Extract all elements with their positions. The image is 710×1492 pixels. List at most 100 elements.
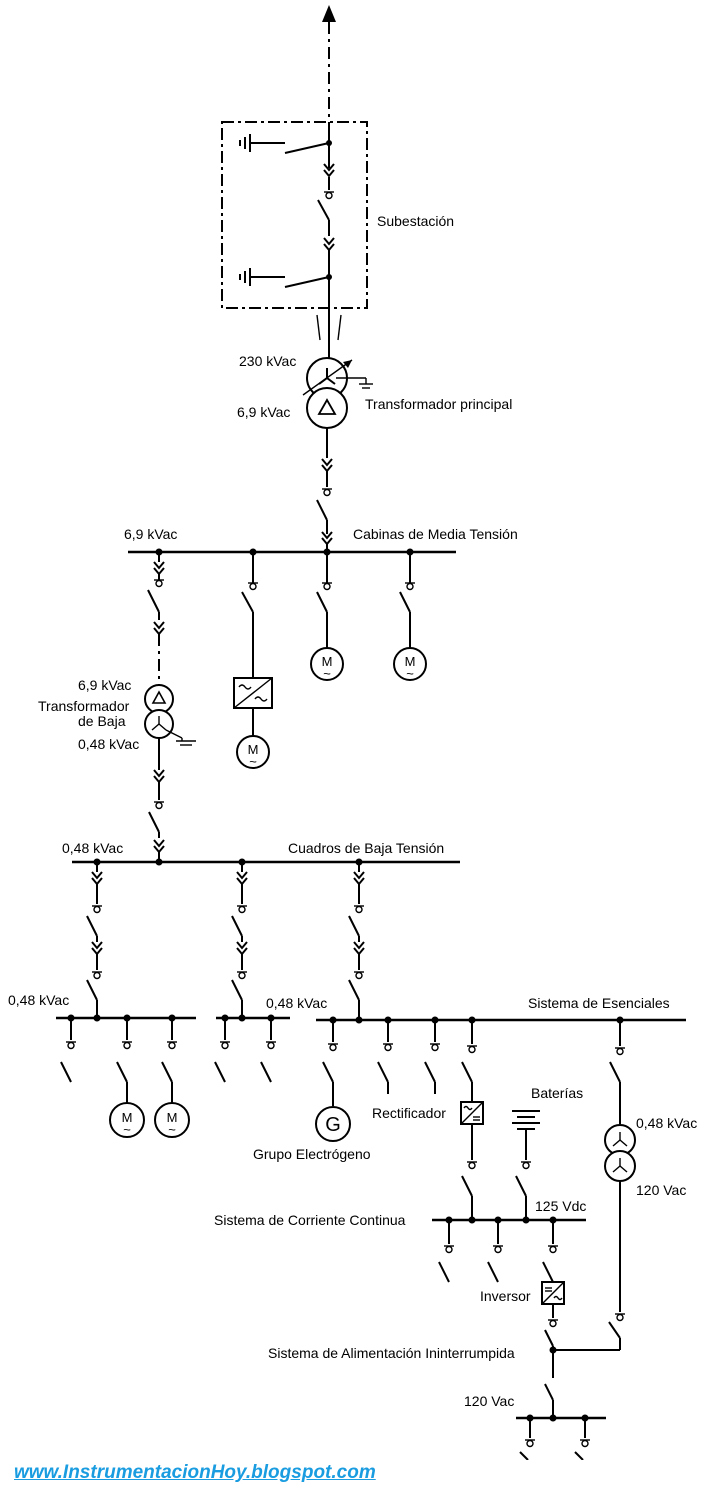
generator-icon	[315, 1106, 351, 1142]
battery-feeder: Baterías	[512, 1085, 583, 1220]
breaker-icon	[574, 1451, 584, 1460]
arrow-up-icon	[322, 5, 336, 22]
breaker-icon	[348, 979, 360, 1001]
essential-bus: 0,48 kVac Sistema de Esenciales	[266, 995, 686, 1024]
dc-voltage-label: 125 Vdc	[535, 1198, 586, 1214]
svg-text:~: ~	[406, 666, 414, 681]
lv-subboard-1: 0,48 kVac M ~ M ~	[8, 992, 196, 1138]
breaker-icon	[316, 591, 328, 613]
breaker-icon	[377, 1061, 389, 1083]
motor-icon: M ~	[236, 735, 270, 769]
wye-icon	[151, 716, 167, 731]
dc-bus: Sistema de Corriente Continua 125 Vdc	[214, 1198, 586, 1283]
motor-icon: M ~	[310, 647, 344, 681]
breaker-icon	[519, 1451, 529, 1460]
generator-label: Grupo Electrógeno	[253, 1146, 371, 1162]
breaker-icon	[317, 199, 330, 221]
low-tx-name-2: de Baja	[78, 713, 126, 729]
main-transformer: 230 kVac 6,9 kVac Transformador principa…	[237, 353, 512, 429]
batteries-label: Baterías	[531, 1085, 583, 1101]
mv-voltage-label: 6,9 kVac	[237, 404, 290, 420]
ess-tx-secondary-label: 120 Vac	[636, 1182, 686, 1198]
rectifier-feeder: Rectificador	[372, 1020, 484, 1220]
lv-incomer	[148, 738, 165, 862]
cable-bushing	[316, 308, 342, 360]
ups-system-label: Sistema de Alimentación Ininterrumpida	[268, 1345, 515, 1361]
low-tx-name-1: Transformador	[38, 698, 130, 714]
rectifier-icon	[460, 1101, 484, 1125]
breaker-icon	[86, 915, 98, 937]
breaker-icon	[438, 1261, 450, 1283]
hv-voltage-label: 230 kVac	[239, 353, 296, 369]
svg-text:M: M	[322, 654, 333, 669]
breaker-icon	[231, 915, 243, 937]
breaker-icon	[260, 1061, 272, 1083]
ups-junction: Sistema de Alimentación Ininterrumpida	[268, 1345, 620, 1418]
mv-motor-feeder-1: M ~	[310, 552, 344, 681]
svg-text:M: M	[122, 1110, 133, 1125]
single-line-diagram: Subestación	[8, 5, 697, 1460]
mv-bus: 6,9 kVac Cabinas de Media Tensión	[124, 526, 518, 556]
svg-text:~: ~	[323, 666, 331, 681]
mv-bus-voltage-label: 6,9 kVac	[124, 526, 177, 542]
breaker-icon	[399, 591, 411, 613]
breaker-icon	[461, 1175, 473, 1197]
breaker-icon	[231, 979, 243, 1001]
breaker-icon	[424, 1061, 436, 1083]
essential-spare-feeders	[377, 1020, 441, 1094]
main-feeder-breaker	[316, 428, 333, 552]
breaker-icon	[461, 1061, 473, 1083]
svg-text:M: M	[405, 654, 416, 669]
inverter-feeder: Inversor	[480, 1220, 565, 1350]
breaker-icon	[214, 1061, 226, 1083]
breaker-icon	[544, 1383, 554, 1401]
breaker-icon	[148, 811, 160, 833]
earth-icon	[239, 268, 251, 286]
frequency-converter-icon	[233, 677, 273, 709]
breaker-icon	[60, 1061, 72, 1083]
lv-feeder-3	[348, 862, 365, 1020]
mv-bus-label: Cabinas de Media Tensión	[353, 526, 518, 542]
breaker-icon	[544, 1329, 554, 1347]
battery-icon	[512, 1110, 540, 1130]
mv-drive-feeder: M ~	[233, 552, 273, 769]
lv-bus: 0,48 kVac Cuadros de Baja Tensión	[62, 840, 460, 866]
earth-icon	[239, 134, 251, 152]
inverter-label: Inversor	[480, 1288, 531, 1304]
lv-bus-label: Cuadros de Baja Tensión	[288, 840, 444, 856]
main-transformer-label: Transformador principal	[365, 396, 512, 412]
breaker-icon	[609, 1061, 621, 1083]
source-link[interactable]: www.InstrumentacionHoy.blogspot.com	[14, 1462, 376, 1483]
lv-sub-voltage-label: 0,48 kVac	[8, 992, 69, 1008]
lv-subboard-2	[214, 1014, 290, 1083]
breaker-icon	[241, 591, 254, 613]
essential-transformer	[604, 1124, 636, 1182]
breaker-icon	[515, 1175, 527, 1197]
substation-label: Subestación	[377, 213, 454, 229]
breaker-icon	[542, 1261, 554, 1283]
lv-bus-voltage-label: 0,48 kVac	[62, 840, 123, 856]
motor-icon: M ~	[109, 1102, 145, 1138]
hv-incoming-line	[322, 5, 336, 122]
svg-text:G: G	[325, 1114, 341, 1136]
essential-transformer-feeder: 0,48 kVac 120 Vac	[604, 1020, 697, 1350]
ess-voltage-label: 0,48 kVac	[266, 995, 327, 1011]
rectifier-label: Rectificador	[372, 1105, 446, 1121]
breaker-icon	[147, 589, 160, 613]
mv-motor-feeder-2: M ~	[393, 552, 427, 681]
low-tx-secondary-label: 0,48 kVac	[78, 736, 139, 752]
lv-feeder-1	[86, 862, 103, 1018]
delta-icon	[151, 690, 167, 704]
generator-feeder: G Grupo Electrógeno	[253, 1020, 371, 1162]
lv-feeder-2	[231, 862, 248, 1018]
breaker-icon	[316, 499, 328, 521]
delta-icon	[317, 398, 337, 415]
svg-text:M: M	[167, 1110, 178, 1125]
wye-icon	[612, 1158, 628, 1173]
svg-text:~: ~	[168, 1122, 176, 1137]
inverter-icon	[541, 1281, 565, 1305]
breaker-icon	[161, 1061, 173, 1083]
breaker-icon	[86, 979, 98, 1001]
ess-tx-primary-label: 0,48 kVac	[636, 1115, 697, 1131]
ups-voltage-label: 120 Vac	[464, 1393, 514, 1409]
